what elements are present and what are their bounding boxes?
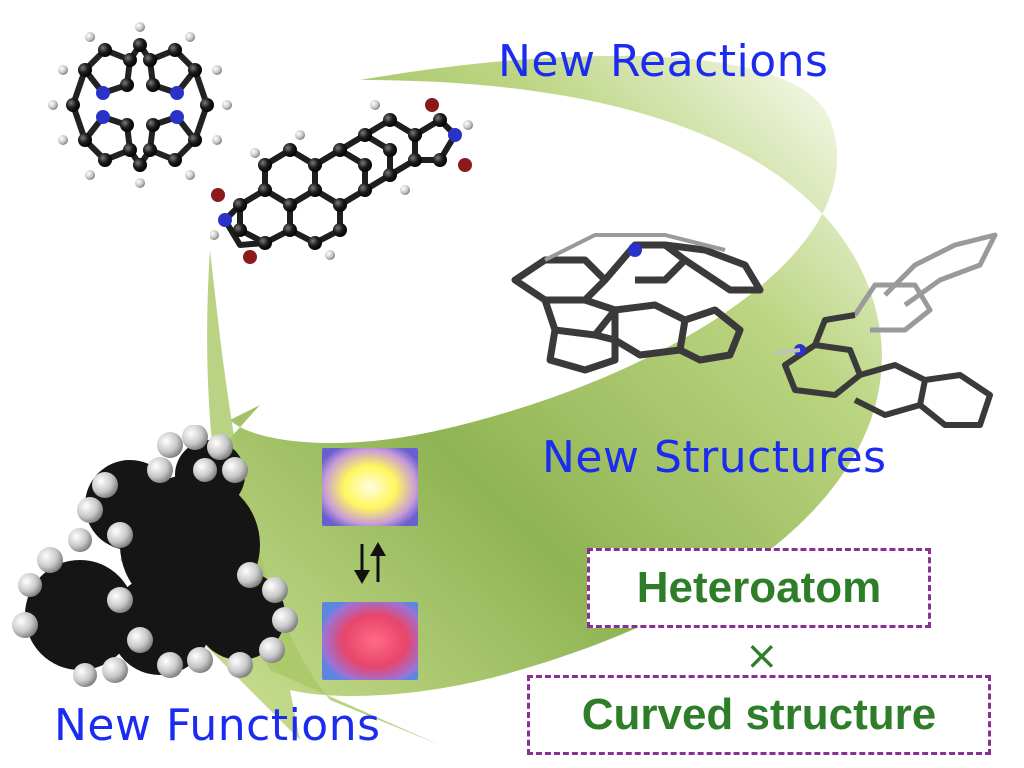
heteroatom-text: Heteroatom — [636, 563, 882, 612]
heteroatom-box: Heteroatom — [587, 548, 931, 628]
photo-yellow-emission — [322, 448, 418, 526]
switch-arrows-icon — [354, 542, 386, 584]
photo-pink-emission — [322, 602, 418, 680]
helicene-molecule-icon — [774, 232, 998, 428]
label-new-functions: New Functions — [54, 700, 381, 751]
label-new-reactions: New Reactions — [498, 36, 829, 87]
curved-structure-text: Curved structure — [581, 690, 937, 739]
curved-structure-box: Curved structure — [527, 675, 991, 755]
label-new-structures: New Structures — [542, 432, 887, 483]
space-filling-molecule-icon — [12, 425, 298, 687]
times-symbol: × — [745, 633, 779, 679]
bowl-molecule-icon — [511, 233, 764, 374]
porphyrin-molecule-icon — [48, 22, 232, 188]
perylene-diimide-molecule-icon — [210, 98, 473, 264]
